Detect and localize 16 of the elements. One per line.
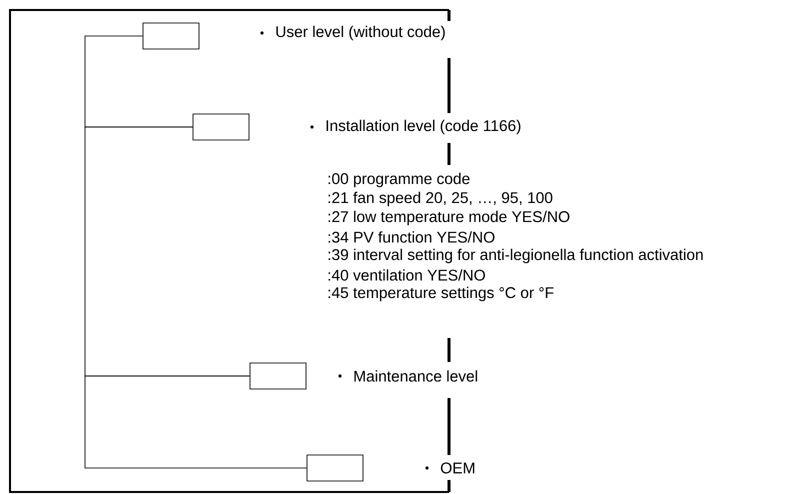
level-box [250,362,306,390]
parameter-line: :27 low temperature mode YES/NO [328,210,570,226]
parameter-line: :00 programme code [328,172,470,188]
level-box [306,454,364,482]
level-label: User level (without code) [276,26,445,40]
level-label: Installation level (code 1166) [326,120,520,134]
parameter-line: :39 interval setting for anti-legionella function activation [328,248,703,264]
parameter-line: :34 PV function YES/NO [328,231,494,243]
parameter-line: :21 fan speed 20, 25, …, 95, 100 [328,192,552,206]
level-label: Maintenance level [354,370,478,382]
level-label: OEM [440,462,474,474]
parameter-line: :45 temperature settings °C or °F [328,286,554,302]
parameter-line: :40 ventilation YES/NO [328,269,485,281]
level-box [192,114,250,140]
level-box [142,22,200,50]
connector-line [84,376,307,468]
